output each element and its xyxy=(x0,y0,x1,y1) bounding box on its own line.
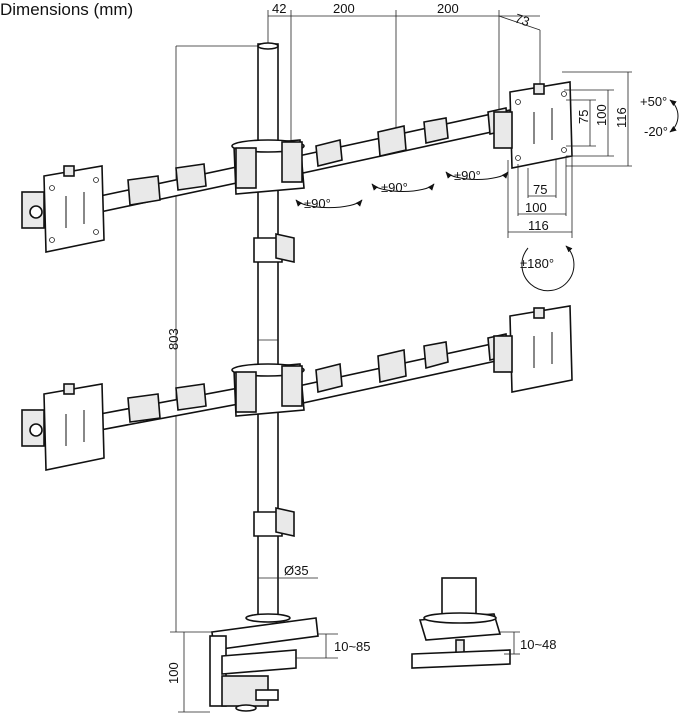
swivel-arrow-2-icon xyxy=(371,183,435,193)
swivel-arm-3-label: ±90° xyxy=(454,168,481,183)
clamp-height-dimension xyxy=(178,632,210,713)
grommet-range-dimension xyxy=(500,631,520,655)
tilt-arrow-icon xyxy=(669,99,679,133)
arm-segment-1-dim: 200 xyxy=(333,1,355,16)
tilt-up-label: +50° xyxy=(640,94,667,109)
vesa-plate-bottom-right xyxy=(493,305,573,393)
pole-height-dim: 803 xyxy=(166,328,181,350)
swivel-arm-1-label: ±90° xyxy=(304,196,331,211)
tilt-down-label: -20° xyxy=(644,124,668,139)
vesa-vertical-small: 75 xyxy=(576,110,591,124)
pole-diameter-dim: Ø35 xyxy=(284,563,309,578)
vesa-vertical-large: 116 xyxy=(614,107,629,128)
desk-clamp xyxy=(209,613,319,712)
vesa-horizontal-mid: 100 xyxy=(525,200,547,215)
pole-height-dimension xyxy=(170,45,262,633)
clamp-height-dim: 100 xyxy=(166,662,181,684)
clamp-range-dim: 10~85 xyxy=(334,639,371,654)
upper-arm-assembly xyxy=(99,107,511,213)
clamp-range-dimension xyxy=(296,633,338,659)
vesa-plate-bottom-left xyxy=(21,383,105,471)
arm-offset-dim: 42 xyxy=(272,1,286,16)
vesa-horizontal-large: 116 xyxy=(528,218,549,233)
pole xyxy=(253,42,295,620)
swivel-arm-2-label: ±90° xyxy=(381,180,408,195)
vesa-plate-top-right xyxy=(493,81,573,169)
swivel-arrow-1-icon xyxy=(295,199,363,209)
top-dimension-line xyxy=(267,10,541,140)
grommet-range-dim: 10~48 xyxy=(520,637,557,652)
vesa-horizontal-small: 75 xyxy=(533,182,547,197)
rotation-label: ±180° xyxy=(520,256,554,271)
vesa-plate-top-left xyxy=(21,165,105,253)
vesa-vertical-dimensions xyxy=(562,71,632,167)
swivel-arrow-3-icon xyxy=(445,171,509,181)
tilt-offset-dim: 73 xyxy=(513,11,531,30)
rotation-arrow-icon xyxy=(521,245,575,292)
vesa-vertical-mid: 100 xyxy=(594,104,609,126)
lower-arm-assembly xyxy=(99,333,511,431)
diagram-title: Dimensions (mm) xyxy=(0,0,133,19)
grommet-mount xyxy=(411,577,511,669)
vesa-horizontal-dimensions xyxy=(507,156,573,238)
arm-segment-2-dim: 200 xyxy=(437,1,459,16)
